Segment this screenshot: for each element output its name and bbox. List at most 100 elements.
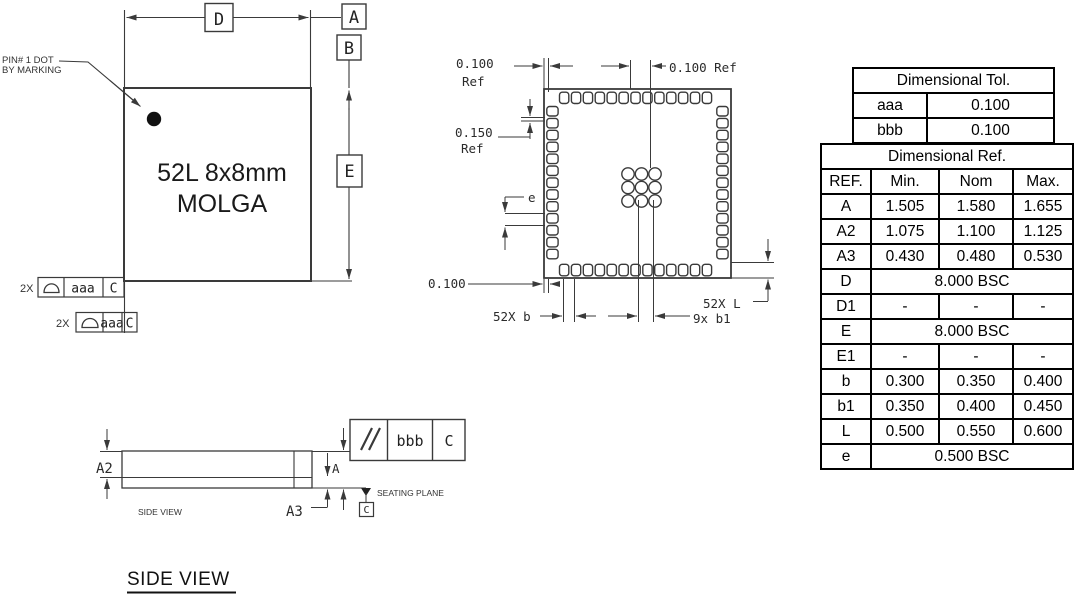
ref-max-cell: 0.450 (1011, 393, 1075, 420)
datum-a-box (341, 3, 367, 30)
ref-name-cell: E1 (820, 343, 872, 370)
thermal-via (621, 194, 635, 208)
datum-b-label: B (344, 39, 354, 59)
dim-via-dia: 9x b1 (693, 311, 731, 326)
seating-plane-flag-icon (361, 488, 371, 496)
land-pad (716, 224, 729, 236)
tol-symbol-cell: bbb (852, 117, 928, 144)
land-pad (606, 91, 618, 105)
ref-table-row: E1--- (820, 343, 1075, 370)
thermal-via (648, 167, 662, 181)
fcf2-tolerance: aaa (100, 317, 123, 332)
land-pad (716, 248, 729, 260)
dim-left-line2: Ref (461, 141, 484, 156)
ref-name-cell: e (820, 443, 872, 470)
thermal-via (648, 180, 662, 195)
land-pad (546, 212, 559, 224)
dim-a-label: A (332, 461, 340, 476)
land-pad (558, 91, 570, 105)
land-pad (606, 263, 618, 277)
land-pad (582, 263, 594, 277)
side-view-caption-small: SIDE VIEW (138, 507, 182, 517)
thermal-via (621, 180, 635, 195)
fcf-bbb-datum: C (444, 432, 453, 450)
land-pad (689, 91, 701, 105)
land-pad (630, 91, 641, 105)
ref-name-cell: b (820, 368, 872, 395)
ref-name-cell: D (820, 268, 872, 295)
ref-max-cell: 0.530 (1011, 243, 1075, 270)
dim-left-line1: 0.150 (455, 125, 493, 140)
seating-plane-label: SEATING PLANE (377, 488, 444, 498)
ref-min-cell: 1.505 (870, 193, 940, 220)
ref-nom-cell: - (938, 293, 1014, 320)
land-pad (716, 105, 729, 117)
fcf2-datum: C (126, 317, 134, 332)
land-pad (701, 91, 713, 105)
thermal-via (634, 180, 649, 195)
package-title-line2: MOLGA (177, 190, 268, 218)
ref-min-cell: 0.500 (870, 418, 940, 445)
land-pad (618, 263, 630, 277)
package-title-line1: 52L 8x8mm (157, 159, 287, 187)
land-pad (716, 153, 729, 165)
land-pad (558, 263, 570, 277)
land-pad (642, 263, 653, 277)
ref-nom-cell: - (938, 343, 1014, 370)
dim-a2-label: A2 (96, 461, 113, 477)
ref-nom-cell: 0.480 (938, 243, 1014, 270)
ref-nom-cell: 0.550 (938, 418, 1014, 445)
thermal-via (621, 167, 635, 181)
side-view-body (121, 450, 313, 489)
land-pad (630, 263, 641, 277)
ref-table-header: REF. (820, 168, 872, 195)
land-pad (654, 91, 665, 105)
ref-max-cell: 1.655 (1011, 193, 1075, 220)
ref-table-row: D1--- (820, 293, 1075, 320)
ref-min-cell: 0.350 (870, 393, 940, 420)
land-pad (716, 236, 729, 248)
land-pad (546, 141, 559, 153)
parallelism-icon (368, 427, 381, 451)
land-pad (701, 263, 713, 277)
pin1-leader-arrow (109, 80, 141, 107)
land-pattern-outline (543, 88, 732, 279)
thermal-via (634, 194, 649, 208)
ref-name-cell: L (820, 418, 872, 445)
tol-table-title: Dimensional Tol. (852, 67, 1055, 94)
land-pad (546, 224, 559, 236)
dim-pad-length: 52X L (703, 296, 741, 311)
land-pad (716, 189, 729, 201)
ref-name-cell: A2 (820, 218, 872, 245)
land-pad (594, 263, 606, 277)
ref-span-cell: 0.500 BSC (869, 443, 1075, 470)
side-view-caption-large: SIDE VIEW (127, 569, 230, 590)
datum-c-label: C (363, 505, 369, 516)
dim-top-left-line1: 0.100 (456, 56, 494, 71)
tol-value-cell: 0.100 (926, 92, 1055, 119)
ref-span-cell: 8.000 BSC (869, 268, 1075, 295)
side-view (100, 418, 466, 594)
land-pad (665, 263, 677, 277)
fcf1-qty: 2X (20, 283, 34, 295)
land-pad (716, 165, 729, 177)
dim-d-label: D (214, 10, 224, 30)
land-pad (677, 91, 689, 105)
land-pad (654, 263, 665, 277)
thermal-via (648, 194, 662, 208)
ref-table-header: Nom (938, 168, 1014, 195)
ref-name-cell: A3 (820, 243, 872, 270)
pin1-note-line2: BY MARKING (2, 65, 61, 76)
land-pad (716, 129, 729, 141)
pitch-e-label: e (528, 190, 536, 205)
tol-symbol-cell: aaa (852, 92, 928, 119)
